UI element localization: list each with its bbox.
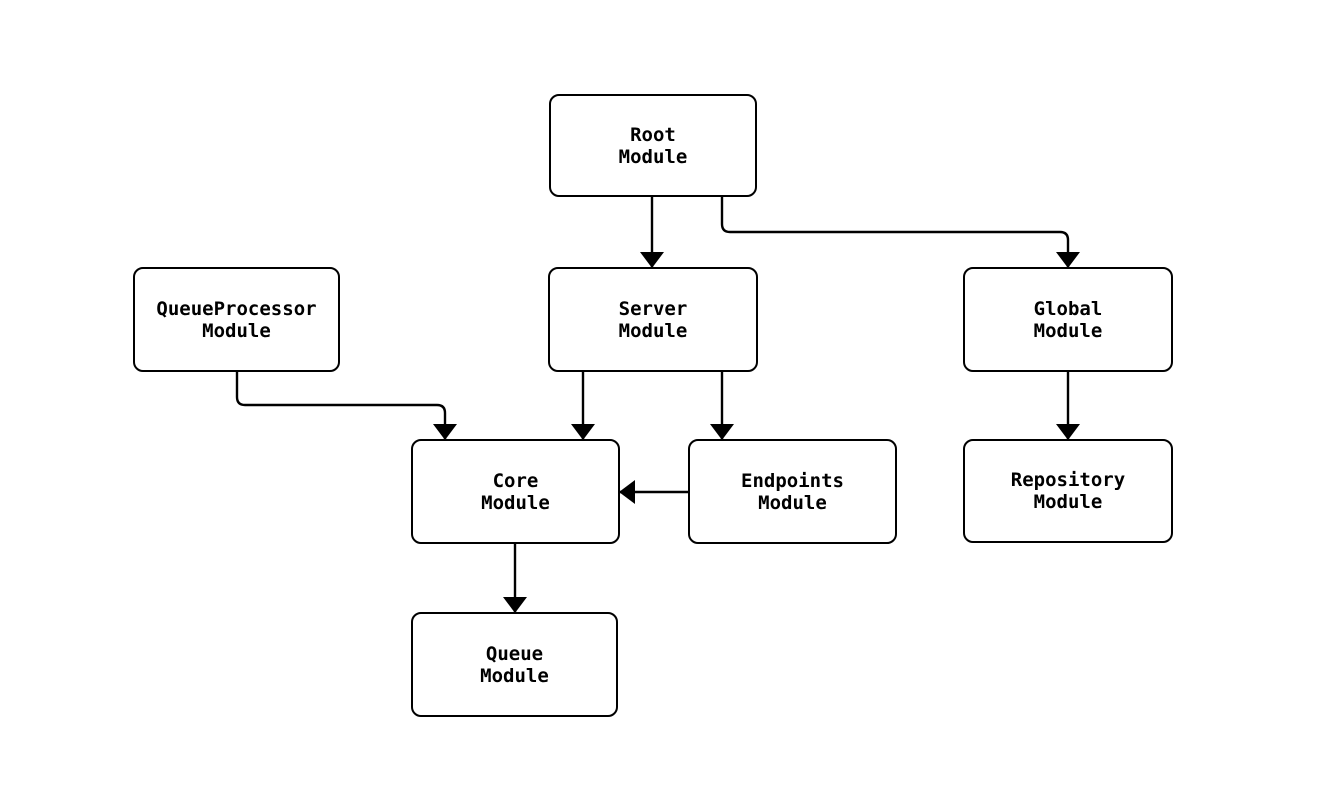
edge-queueprocessor-to-core	[235, 372, 457, 440]
node-label-line: Module	[758, 491, 827, 514]
node-label-line: Module	[480, 664, 549, 687]
node-label-line: QueueProcessor	[156, 297, 317, 320]
node-label-line: Root	[630, 123, 676, 146]
node-label-line: Module	[481, 491, 550, 514]
node-label-line: Endpoints	[741, 469, 844, 492]
node-label-line: Repository	[1010, 469, 1126, 491]
node-label-line: Server	[618, 297, 688, 320]
node-label-line: Module	[1033, 491, 1103, 513]
edge-group	[235, 197, 1080, 613]
node-label-line: Module	[618, 145, 688, 168]
node-label-line: Core	[492, 469, 539, 492]
node-label-line: Queue	[485, 642, 544, 665]
edge-root-to-global	[720, 197, 1080, 268]
node-label-line: Module	[1033, 319, 1103, 342]
node-label-line: Module	[618, 319, 688, 342]
node-label-line: Global	[1033, 297, 1103, 320]
node-label-line: Module	[202, 319, 271, 342]
